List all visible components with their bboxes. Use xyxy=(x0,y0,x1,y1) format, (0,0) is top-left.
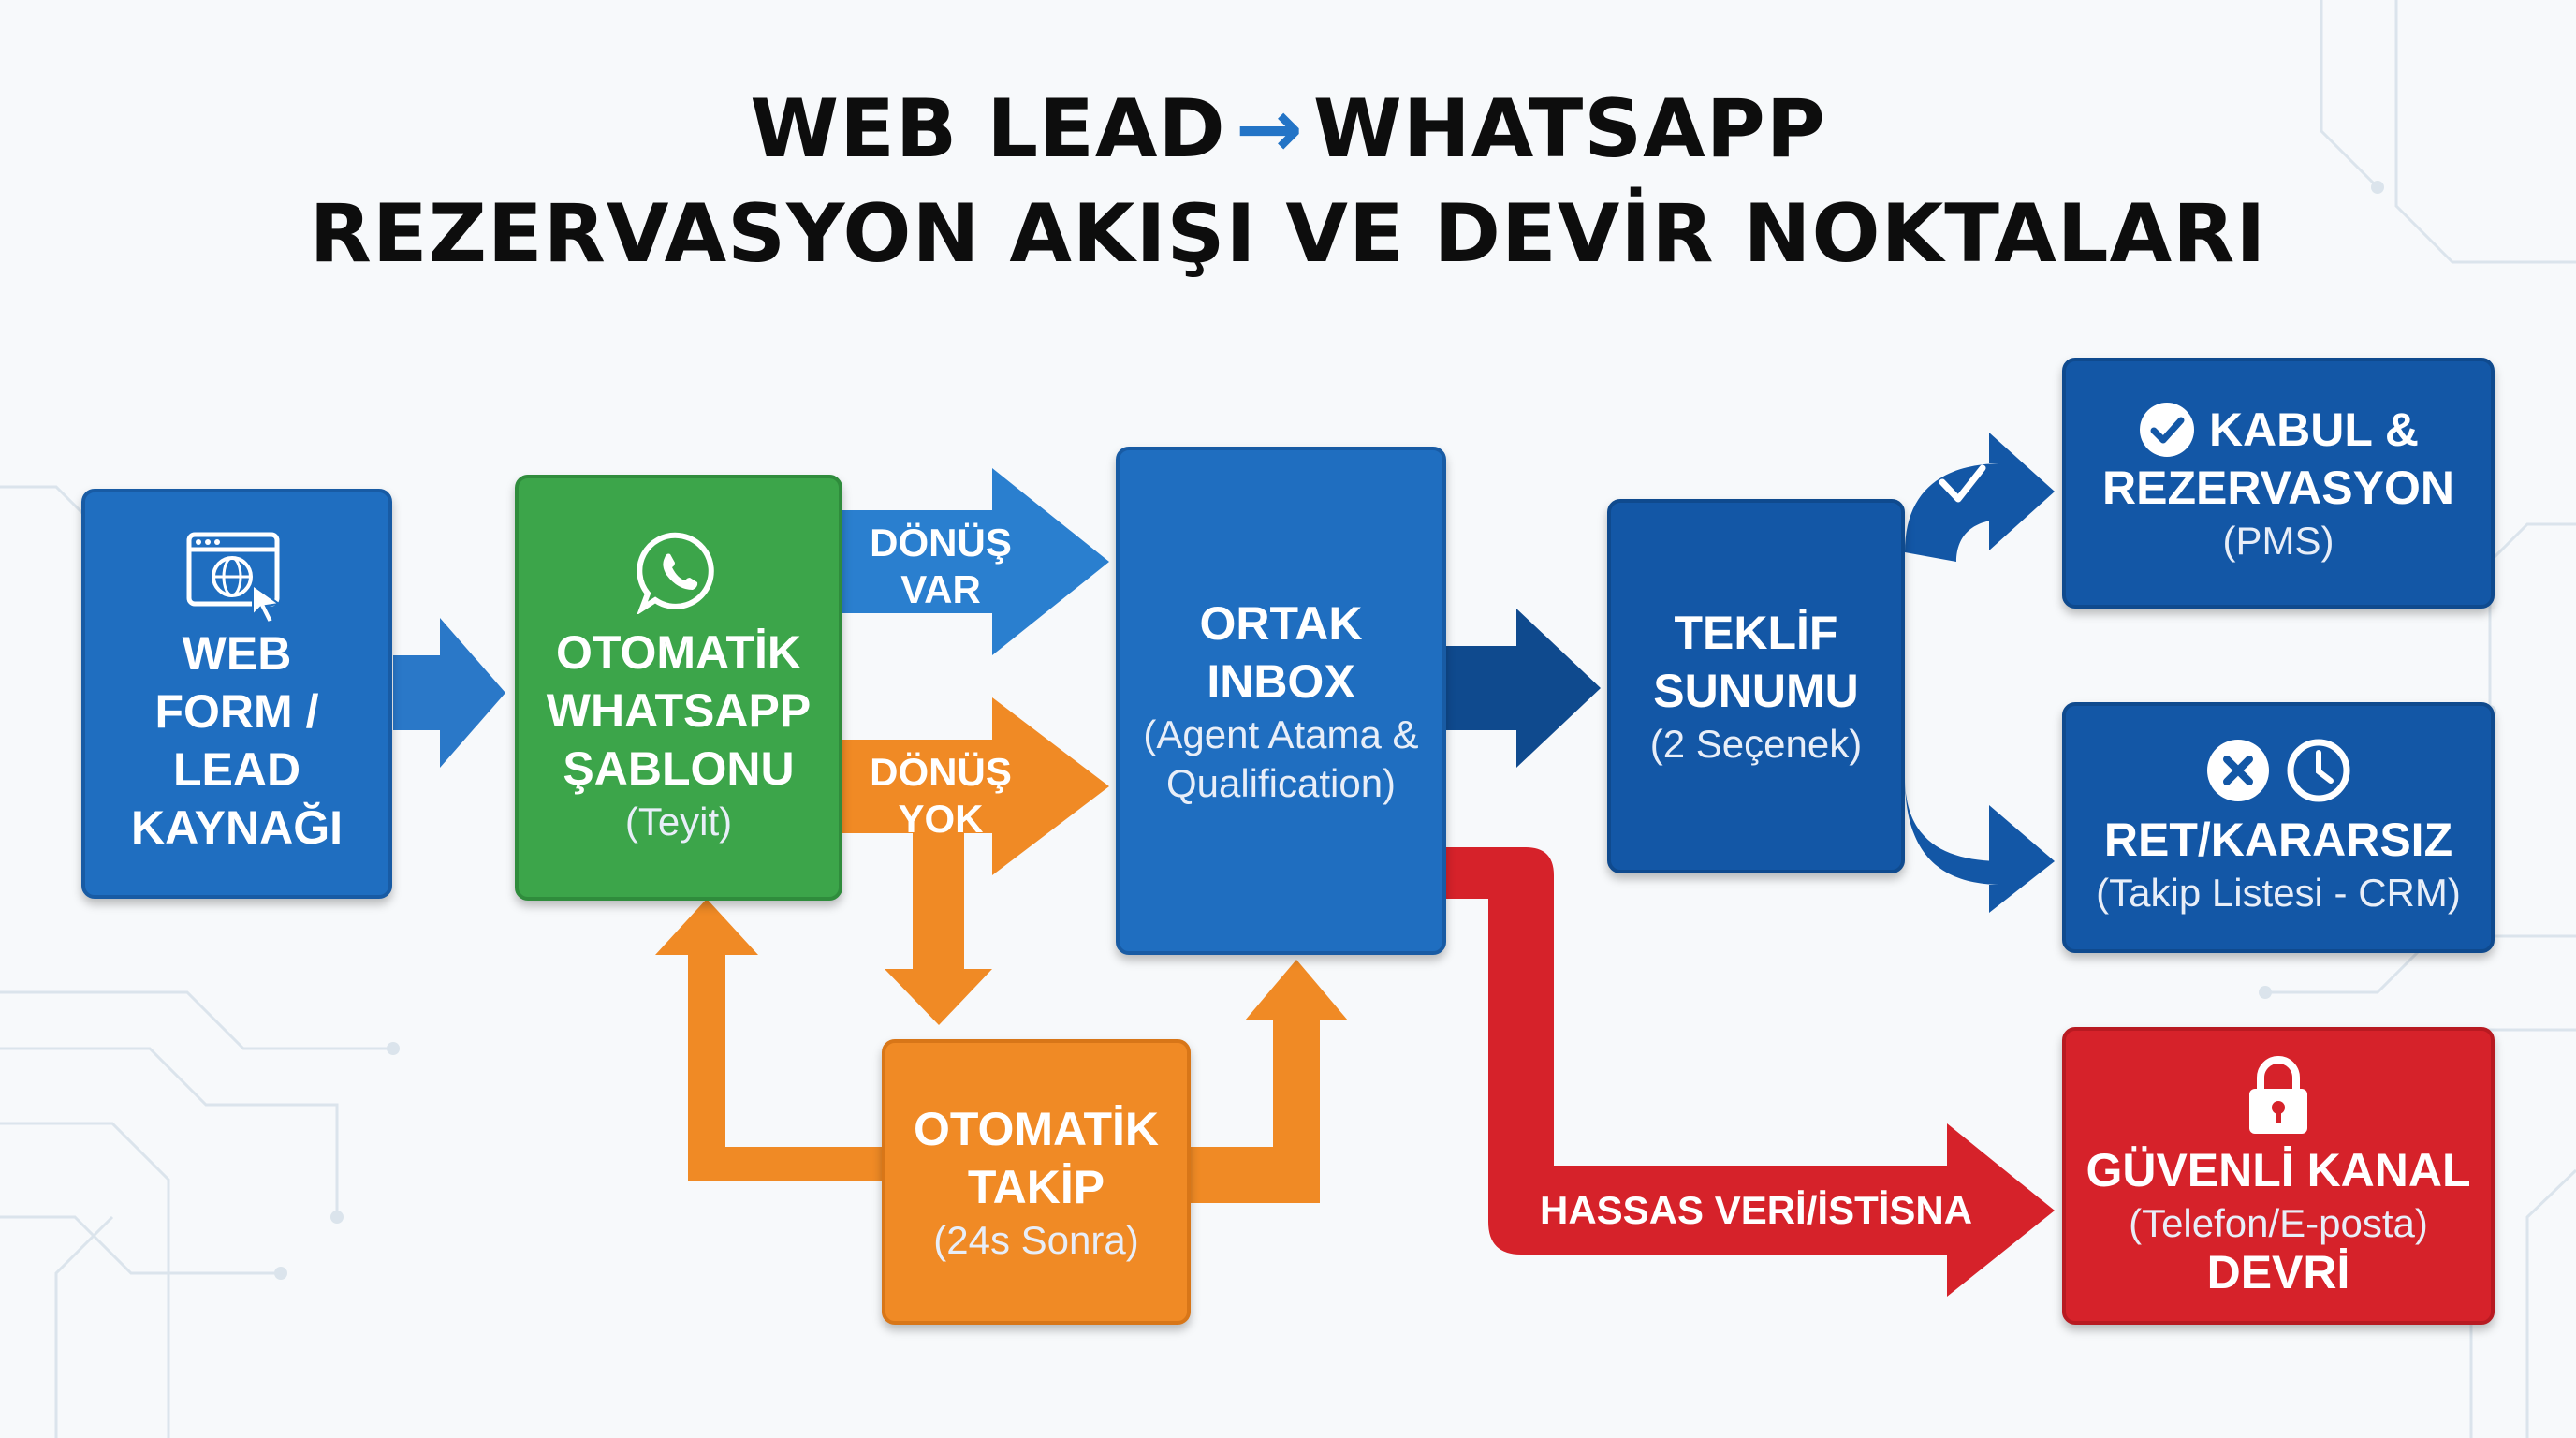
arrow-inbox-to-offer xyxy=(1446,609,1601,768)
node-label-line: GÜVENLİ KANAL xyxy=(2086,1144,2471,1196)
node-secure-channel: GÜVENLİ KANAL (Telefon/E-posta) DEVRİ xyxy=(2062,1027,2495,1325)
arrow-followup-to-whatsapp xyxy=(655,899,885,1181)
node-label-line: KABUL & xyxy=(2208,404,2420,456)
node-sublabel: (Takip Listesi - CRM) xyxy=(2096,871,2461,915)
node-label-line: LEAD xyxy=(172,743,301,796)
clock-icon xyxy=(2287,739,2350,802)
node-label-line: OTOMATİK xyxy=(555,625,801,679)
arrow-followup-to-inbox xyxy=(1189,960,1348,1203)
check-icon xyxy=(1939,464,1986,503)
node-label-line: INBOX xyxy=(1207,654,1355,708)
arrow-offer-to-accept xyxy=(1905,433,2055,562)
node-label-line: FORM / xyxy=(154,685,319,738)
node-label-line: SUNUMU xyxy=(1653,665,1859,717)
x-circle-icon xyxy=(2207,740,2269,801)
node-sublabel: (Teyit) xyxy=(624,799,733,844)
node-label-line: OTOMATİK xyxy=(913,1102,1159,1155)
arrow-reply-no xyxy=(842,697,1109,875)
node-offer: TEKLİF SUNUMU (2 Seçenek) xyxy=(1607,499,1905,873)
arrow-no-to-followup xyxy=(885,833,992,1025)
node-sublabel: (24s Sonra) xyxy=(933,1217,1139,1262)
node-label-line: TEKLİF xyxy=(1674,607,1838,659)
node-label-line: TAKİP xyxy=(967,1160,1105,1213)
title-web-lead: WEB LEAD xyxy=(750,82,1226,176)
title-arrow-icon: → xyxy=(1235,82,1304,176)
accept-title-row: KABUL & xyxy=(2138,401,2419,459)
node-label-line: KAYNAĞI xyxy=(131,801,343,854)
arrow-reply-yes xyxy=(842,468,1109,655)
node-accept: KABUL & REZERVASYON (PMS) xyxy=(2062,358,2495,609)
reject-icons xyxy=(2205,738,2351,803)
title-whatsapp: WHATSAPP xyxy=(1312,82,1826,176)
node-label-line: REZERVASYON xyxy=(2101,462,2454,514)
node-label-line: WHATSAPP xyxy=(546,683,812,737)
check-circle-icon xyxy=(2139,403,2194,457)
diagram-title-line2: REZERVASYON AKIŞI VE DEVİR NOKTALARI xyxy=(309,187,2267,281)
node-sublabel: DEVRİ xyxy=(2206,1246,2350,1299)
arrow-offer-to-reject xyxy=(1905,777,2055,913)
node-sublabel: Qualification) xyxy=(1165,760,1397,805)
node-label-line: ORTAK xyxy=(1199,596,1363,650)
node-reject: RET/KARARSIZ (Takip Listesi - CRM) xyxy=(2062,702,2495,953)
node-label-line: WEB xyxy=(182,627,292,680)
node-sublabel: (PMS) xyxy=(2222,519,2334,563)
arrow-sensitive-to-secure xyxy=(1446,847,2055,1297)
edge-label-line: VAR xyxy=(900,567,981,611)
arrow-web-to-whatsapp xyxy=(393,618,505,768)
edge-label-line: DÖNÜŞ xyxy=(870,521,1012,565)
node-sublabel: (Telefon/E-posta) xyxy=(2129,1201,2428,1245)
node-web-form: WEB FORM / LEAD KAYNAĞI xyxy=(81,489,392,899)
diagram-title-line1: WEB LEAD→WHATSAPP xyxy=(0,82,2576,176)
node-label-line: ŞABLONU xyxy=(563,741,795,795)
edge-label-sensitive: HASSAS VERİ/İSTİSNA xyxy=(1540,1188,1973,1232)
edge-label-reply-no: DÖNÜŞ YOK xyxy=(866,749,1016,843)
node-sublabel: (2 Seçenek) xyxy=(1649,722,1863,766)
web-browser-globe-icon xyxy=(186,532,282,624)
node-label-line: RET/KARARSIZ xyxy=(2103,814,2453,866)
node-sublabel: (Agent Atama & xyxy=(1143,712,1419,756)
node-auto-followup: OTOMATİK TAKİP (24s Sonra) xyxy=(882,1039,1191,1325)
edge-label-line: DÖNÜŞ xyxy=(870,750,1012,794)
edge-label-reply-yes: DÖNÜŞ VAR xyxy=(866,520,1016,613)
lock-icon xyxy=(2249,1056,2307,1134)
edge-label-line: YOK xyxy=(898,797,984,841)
whatsapp-icon xyxy=(637,532,714,614)
node-shared-inbox: ORTAK INBOX (Agent Atama & Qualification… xyxy=(1116,447,1446,955)
node-whatsapp-template: OTOMATİK WHATSAPP ŞABLONU (Teyit) xyxy=(515,475,842,901)
